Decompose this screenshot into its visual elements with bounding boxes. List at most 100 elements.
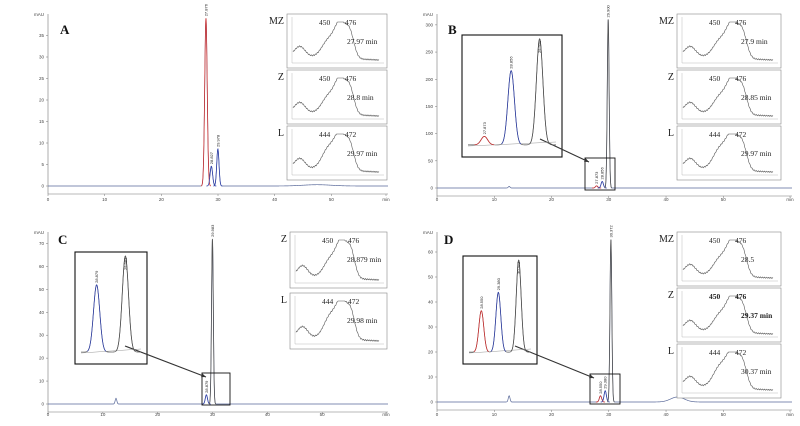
x-tick-label: 30 [606,197,612,202]
peak-label: 28.879 [204,380,209,393]
spectrum-max-1: 444 [709,130,721,139]
peak-29.978 [213,148,223,187]
spectrum-curve [682,239,774,280]
x-tick-label: 40 [272,197,278,202]
spectrum-max-2: 476 [345,74,357,83]
spectrum-box [286,125,388,181]
y-axis-unit: mAU [423,12,433,17]
spectrum-curve [295,239,380,281]
peak-label: 28.550 [598,381,603,394]
zoom-inset-box [74,251,148,365]
x-tick-label: 50 [320,412,326,417]
spectrum-curve [292,21,380,62]
peak-label: 29.380 [603,376,608,389]
zoom-baseline [467,141,557,147]
x-tick-label: 30 [215,197,221,202]
spectrum-tag: MZ [659,234,674,245]
zoom-peak [490,291,506,352]
spectrum-tag: Z [668,72,674,83]
y-tick-label: 70 [39,241,45,246]
zoom-inset-box [461,34,563,158]
zoom-arrow-head [201,373,206,378]
peak-29.380 [600,390,610,403]
zoom-peak [529,38,550,144]
x-tick-label: min [382,412,390,417]
x-tick-label: 0 [47,197,50,202]
y-tick-label: 60 [428,250,434,255]
x-tick-label: 50 [329,197,335,202]
zoom-arrow-head [584,158,589,162]
peak-label: 29.983 [210,224,215,237]
x-tick-label: 40 [664,412,670,417]
y-tick-label: 40 [39,310,45,315]
zoom-peak-label: 28.550 [479,296,484,309]
y-tick-label: 25 [39,76,45,81]
peak-label: 30.372 [608,224,613,237]
spectrum-tag: L [278,128,284,139]
x-tick-label: 10 [102,197,108,202]
y-axis-unit: mAU [34,230,44,235]
zoom-peak [510,259,527,352]
spectrum-tag: Z [278,72,284,83]
x-tick-label: 50 [721,412,727,417]
spectrum-max-1: 444 [709,348,721,357]
x-tick-label: 20 [549,412,555,417]
zoom-peak-label: 29.983 [123,257,128,270]
y-axis-unit: mAU [34,12,44,17]
spectrum-tag: L [668,346,674,357]
spectrum-retention-time: 29.97 min [741,149,772,158]
peak-label: 29.900 [606,4,611,17]
y-tick-label: 20 [428,350,434,355]
spectrum-max-2: 476 [348,236,360,245]
spectrum-tag: L [281,295,287,306]
spectrum-max-1: 444 [322,297,334,306]
spectrum-curve [292,133,380,174]
spectrum-retention-time: 30.37 min [741,367,772,376]
spectrum-max-1: 450 [319,74,331,83]
spectrum-retention-time: 28.879 min [347,255,381,264]
spectrum-box [676,343,782,399]
y-tick-label: 5 [41,162,44,167]
x-tick-label: 20 [549,197,555,202]
x-tick-label: 0 [436,197,439,202]
spectrum-max-2: 476 [345,18,357,27]
spectrum-max-1: 450 [322,236,334,245]
y-tick-label: 20 [39,356,45,361]
panel-letter: D [444,232,453,247]
x-tick-label: 0 [47,412,50,417]
y-tick-label: 10 [39,379,45,384]
spectrum-max-2: 472 [345,130,357,139]
spectrum-curve [682,21,774,62]
spectrum-retention-time: 29.97 min [347,149,378,158]
y-tick-label: 35 [39,33,45,38]
y-tick-label: 30 [39,333,45,338]
panel-letter: C [58,232,67,247]
y-tick-label: 300 [425,22,433,27]
spectrum-curve [295,300,380,342]
x-tick-label: 30 [210,412,216,417]
spectrum-max-1: 444 [319,130,331,139]
y-tick-label: 0 [41,184,44,189]
peak-30.372 [607,239,615,403]
spectrum-tag: Z [668,290,674,301]
peak-28.550 [595,395,606,403]
peak-label: 27.873 [594,171,599,184]
spectrum-retention-time: 28.8 min [347,93,374,102]
spectrum-max-1: 450 [709,74,721,83]
chromatogram-trace [48,239,388,405]
spectrum-max-2: 476 [735,236,747,245]
spectrum-max-1: 450 [709,292,721,301]
zoom-peak [474,135,495,146]
spectrum-tag: MZ [269,16,284,27]
peak-label: 28.827 [209,151,214,164]
zoom-region-marker [584,157,616,191]
peak-label: 27.876 [203,3,208,16]
spectrum-inset-z: Z 450 476 28.8 min [278,69,388,125]
zoom-peak-label: 27.873 [482,121,487,134]
peak-label: 29.978 [215,134,220,147]
